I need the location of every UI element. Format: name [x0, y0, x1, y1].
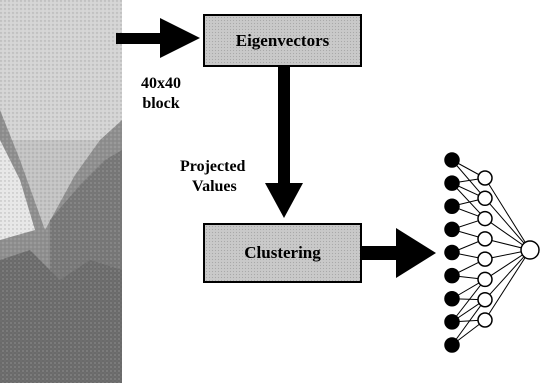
- network-connection: [451, 159, 486, 199]
- hidden-node: [477, 251, 493, 267]
- block-size-line2: block: [142, 95, 180, 112]
- input-node: [444, 267, 460, 284]
- eigenvectors-box: Eigenvectors: [203, 14, 362, 67]
- eigenvectors-label: Eigenvectors: [235, 30, 330, 50]
- input-node: [444, 291, 460, 307]
- network-connection: [484, 249, 531, 321]
- arrow-to-clustering: [265, 67, 303, 218]
- hidden-node: [477, 170, 493, 186]
- projected-line2: Values: [192, 178, 237, 195]
- hidden-node: [477, 312, 493, 328]
- network-connection: [451, 182, 486, 219]
- input-image: [0, 0, 122, 383]
- block-size-line1: 40x40: [141, 75, 181, 92]
- arrow-to-eigenvectors: [116, 18, 200, 58]
- arrow-to-network: [362, 228, 436, 278]
- network-connection: [451, 279, 486, 323]
- input-node: [444, 152, 460, 168]
- hidden-node: [477, 291, 493, 308]
- input-node: [444, 244, 460, 261]
- network-connection: [451, 299, 486, 346]
- input-node: [444, 337, 460, 353]
- network-connection: [484, 197, 531, 251]
- projected-values-label: Projected Values: [180, 157, 245, 197]
- hidden-node: [477, 210, 493, 227]
- clustering-box: Clustering: [203, 223, 362, 283]
- neural-network-illustration: [444, 152, 540, 353]
- input-node: [444, 221, 460, 238]
- input-node: [444, 198, 460, 214]
- output-node: [520, 240, 540, 260]
- network-connection: [484, 249, 531, 301]
- clustering-label: Clustering: [244, 243, 321, 262]
- hidden-node: [477, 231, 493, 247]
- mountain-photo-illustration: [0, 0, 122, 383]
- hidden-node: [477, 190, 493, 207]
- input-node: [444, 314, 460, 330]
- input-node: [444, 175, 460, 191]
- projected-line1: Projected: [180, 158, 246, 175]
- network-connection: [484, 177, 531, 251]
- block-size-label: 40x40 block: [130, 74, 192, 114]
- hidden-node: [477, 271, 493, 288]
